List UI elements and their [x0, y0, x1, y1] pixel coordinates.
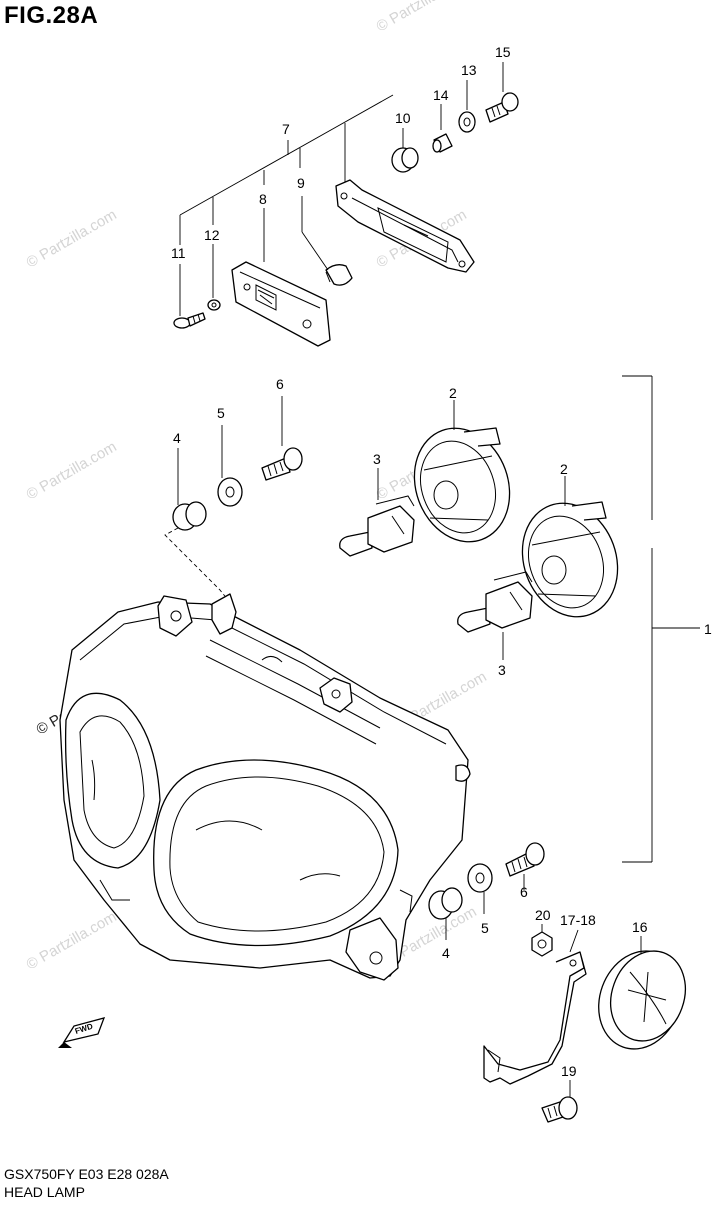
socket-cover-lower: [521, 476, 619, 618]
forward-arrow-icon: FWD: [58, 1017, 106, 1048]
watermark: © Partzilla.com: [24, 206, 120, 271]
callout: 4: [442, 945, 450, 961]
watermark: © Partzilla.com: [24, 438, 120, 503]
bracket-group-lines: [179, 94, 394, 245]
collar-14: [432, 104, 453, 153]
callout: 13: [461, 62, 477, 78]
grommet-10: [391, 128, 419, 173]
bolt-6-upper: [261, 396, 303, 481]
screw-11: [173, 264, 206, 329]
watermark: © Partzilla.com: [374, 0, 470, 35]
bolt-6-lower: [505, 842, 545, 890]
callout: 6: [520, 884, 528, 900]
position-lamp-bracket: [335, 179, 475, 273]
callout: 3: [498, 662, 506, 678]
figure-title: FIG.28A: [4, 2, 99, 29]
position-lamp-lens: [231, 208, 331, 347]
callout: 3: [373, 451, 381, 467]
screw-19: [541, 1080, 578, 1123]
headlamp-bulb-lower: [457, 571, 533, 660]
footer-model-code: GSX750FY E03 E28 028A: [4, 1166, 169, 1182]
callout: 2: [449, 385, 457, 401]
callout: 1: [704, 621, 712, 637]
callout: 5: [217, 405, 225, 421]
headlamp-housing: [59, 593, 471, 981]
rubber-cover-16: [598, 936, 686, 1050]
callout: 2: [560, 461, 568, 477]
bolt-15: [485, 62, 519, 123]
washer-12: [207, 244, 221, 311]
callout: 14: [433, 87, 449, 103]
callout: 15: [495, 44, 511, 60]
callout: 19: [561, 1063, 577, 1079]
footer-section-title: HEAD LAMP: [4, 1184, 85, 1200]
callout: 12: [204, 227, 220, 243]
cover-bracket-17-18: [483, 929, 587, 1085]
callout-numbers: 1 2 2 3 3 4 4 5 5 6 6 7 8 9 10 11 12 13 …: [171, 44, 712, 1079]
socket-cover-upper: [413, 400, 511, 543]
callout: 10: [395, 110, 411, 126]
callout: 17-18: [560, 912, 596, 928]
nut-20: [531, 924, 553, 957]
callout: 4: [173, 430, 181, 446]
callout: 20: [535, 907, 551, 923]
washer-5-upper: [217, 425, 243, 507]
callout: 7: [282, 121, 290, 137]
grommet-4-lower: [428, 887, 463, 940]
assembly-bracket-1: [622, 375, 700, 863]
headlamp-bulb-upper: [339, 468, 415, 557]
watermark: © Partzilla.com: [24, 908, 120, 973]
washer-13: [458, 80, 476, 133]
wedge-bulb: [301, 196, 353, 286]
callout: 5: [481, 920, 489, 936]
callout: 11: [171, 245, 186, 261]
callout: 6: [276, 376, 284, 392]
callout: 9: [297, 175, 305, 191]
callout: 8: [259, 191, 267, 207]
washer-5-lower: [467, 863, 493, 914]
callout: 16: [632, 919, 648, 935]
grommet-4-upper: [172, 448, 207, 531]
